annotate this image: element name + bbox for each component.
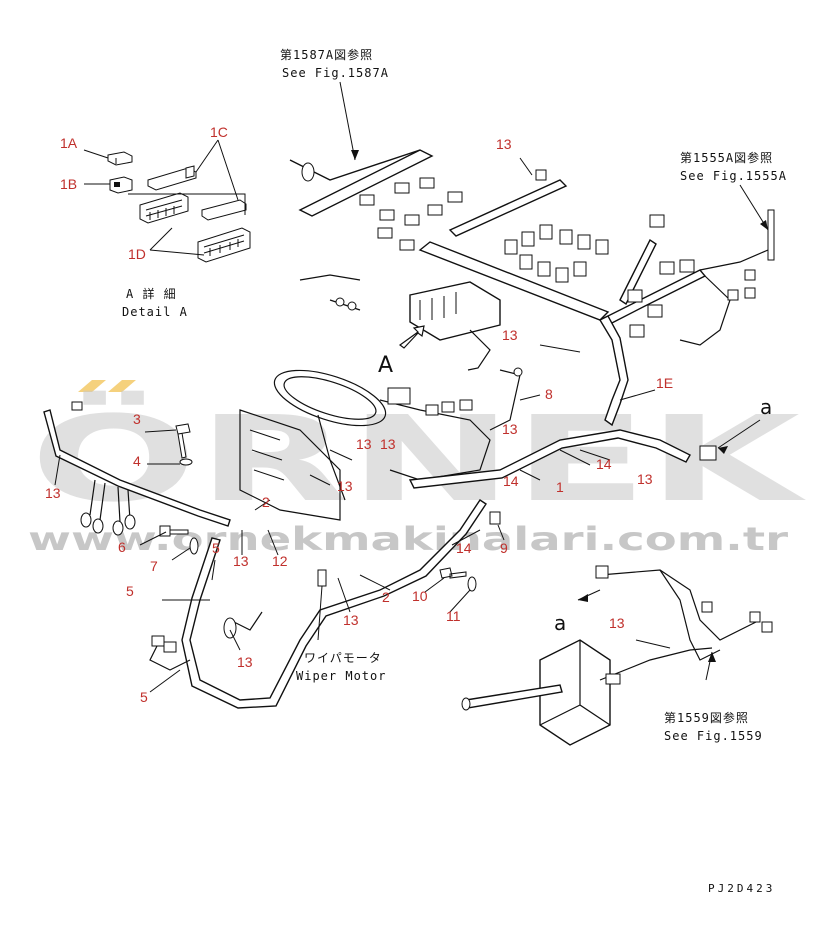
part-1d-shape-left (139, 192, 189, 224)
leader-lines (54, 81, 769, 693)
harness-trunk-main (418, 241, 610, 321)
view-marker-a: A (378, 353, 394, 378)
part-ref-p14a: 14 (596, 456, 612, 472)
steering-wheel (273, 369, 387, 427)
part-ref-p13i: 13 (502, 421, 518, 437)
detail-a-illustration (83, 139, 251, 263)
ref-1555a-jp: 第1555A図参照 (680, 150, 773, 165)
part-ref-p1d: 1D (128, 246, 146, 262)
part-ref-p14b: 14 (503, 473, 519, 489)
part-ref-p13f: 13 (233, 553, 249, 569)
part-1d-shape-right (197, 227, 251, 263)
dashboard-assembly (239, 367, 717, 521)
part-ref-p13g: 13 (237, 654, 253, 670)
part-ref-p11: 11 (446, 608, 461, 624)
part-ref-p13a: 13 (496, 136, 512, 152)
harness-lower-loop (181, 499, 487, 709)
part-reference-labels: 1A1B1C1D1E122345556789101112131313131313… (45, 124, 673, 705)
part-ref-p1c: 1C (210, 124, 228, 140)
part-1c-shape-right (201, 199, 247, 221)
lower-harness (149, 499, 501, 709)
part-ref-p1b: 1B (60, 176, 77, 192)
part-ref-p8: 8 (545, 386, 553, 402)
part-ref-p1e: 1E (656, 375, 673, 391)
part-ref-p12: 12 (272, 553, 288, 569)
part-ref-p3: 3 (133, 411, 141, 427)
harness-trunk-upper (298, 149, 434, 217)
detail-a-title-jp: A 詳 細 (126, 286, 177, 301)
part-1a-shape (107, 151, 133, 166)
part-ref-p13l: 13 (380, 436, 396, 452)
part-ref-p5a: 5 (126, 583, 134, 599)
ref-1587a-en: See Fig.1587A (282, 66, 389, 80)
part-ref-p13h: 13 (343, 612, 359, 628)
connection-mark-a-right: a (760, 395, 773, 419)
wiper-motor-jp: ワイパモータ (304, 651, 382, 665)
part-ref-p5c: 5 (140, 689, 148, 705)
part-9 (489, 511, 501, 525)
bolt-3 (175, 423, 191, 459)
bolt-10 (439, 567, 467, 579)
left-harness (43, 401, 231, 555)
detail-a-arrow (398, 325, 425, 349)
ref-1559-en: See Fig.1559 (664, 729, 763, 743)
part-ref-p1a: 1A (60, 135, 78, 151)
part-ref-p4: 4 (133, 453, 141, 469)
part-ref-p13j: 13 (637, 471, 653, 487)
washer-7 (189, 537, 199, 555)
part-ref-p9: 9 (500, 540, 508, 556)
ref-1587a-jp: 第1587A図参照 (280, 47, 373, 62)
part-ref-p13k: 13 (609, 615, 625, 631)
upper-harness (289, 149, 775, 427)
part-ref-p13b: 13 (502, 327, 518, 343)
detail-a-title-en: Detail A (122, 305, 188, 319)
part-ref-p2b: 2 (382, 589, 390, 605)
harness-left (43, 409, 231, 527)
part-ref-p13d: 13 (356, 436, 372, 452)
connector-cluster-upper (359, 169, 756, 338)
part-ref-p6: 6 (118, 539, 126, 555)
watermark-url: www.ornekmakinalari.com.tr (28, 520, 788, 558)
part-ref-p14c: 14 (456, 540, 472, 556)
lever-switch-assembly (461, 565, 773, 746)
wiper-motor-en: Wiper Motor (296, 669, 386, 683)
bolt-6 (159, 525, 189, 537)
part-ref-p5b: 5 (212, 540, 220, 556)
watermark-brand: ÖRNEK (30, 390, 808, 528)
washer-11 (467, 576, 477, 592)
watermark: ÖRNEK www.ornekmakinalari.com.tr (28, 380, 808, 558)
harness-middle (408, 429, 691, 489)
watermark-accent-right (108, 380, 136, 392)
part-1b-shape (109, 176, 133, 194)
part-ref-p7: 7 (150, 558, 158, 574)
drawing-code: PJ2D423 (708, 882, 775, 895)
watermark-accent-left (78, 380, 106, 392)
part-ref-p1: 1 (556, 479, 564, 495)
washer-4 (179, 458, 193, 466)
connection-mark-a-lower: a (554, 611, 567, 635)
wiper-motor-connector (317, 569, 327, 587)
part-ref-p10: 10 (412, 588, 428, 604)
ref-1555a-en: See Fig.1555A (680, 169, 787, 183)
relay-block (409, 281, 501, 341)
part-ref-p13e: 13 (337, 478, 353, 494)
part-ref-p2a: 2 (262, 494, 270, 510)
ref-1559-jp: 第1559図参照 (664, 710, 749, 725)
part-ref-p13c: 13 (45, 485, 61, 501)
